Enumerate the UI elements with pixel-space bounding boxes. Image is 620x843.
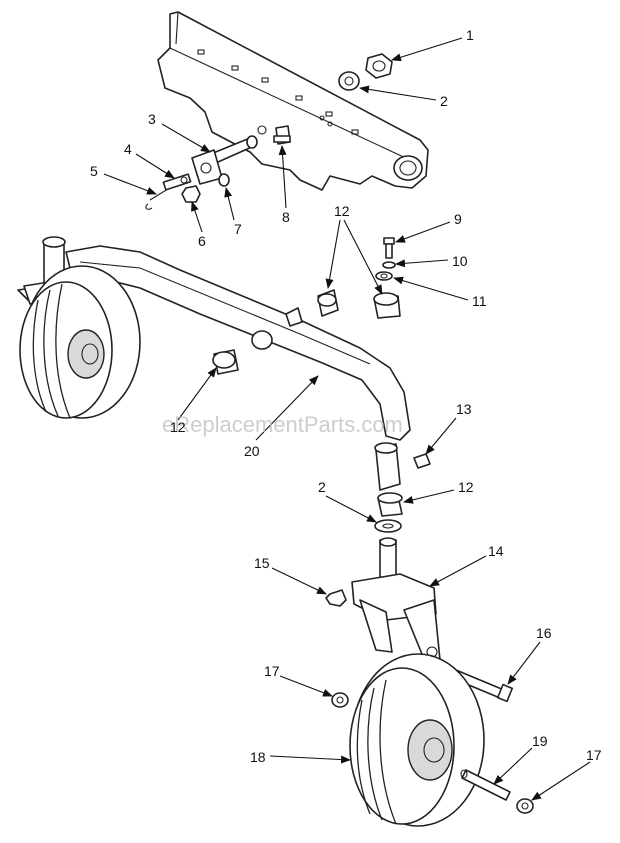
leader-17-a [279, 675, 333, 697]
bushing-part-11 [375, 271, 393, 281]
callout-12-a: 12 [334, 203, 350, 219]
callout-17-b: 17 [586, 747, 602, 763]
leader-4 [135, 153, 175, 179]
leader-8 [278, 145, 287, 209]
caster-fork-part-14 [351, 537, 441, 665]
leader-13 [425, 417, 457, 455]
callout-17-a: 17 [264, 663, 280, 679]
leader-14 [429, 555, 487, 587]
nut-part-17-a [331, 692, 349, 708]
clevis-pin-part-4 [162, 173, 192, 191]
bolt-part-9 [383, 237, 395, 259]
leader-10 [395, 259, 449, 268]
caster-wheel-part-18 [349, 653, 485, 827]
callout-3: 3 [148, 111, 156, 127]
callout-20: 20 [244, 443, 260, 459]
callout-15: 15 [254, 555, 270, 571]
pivot-pin-part-3 [191, 135, 258, 185]
callout-19: 19 [532, 733, 548, 749]
bushing-part-12-d [377, 492, 403, 517]
set-screw-part-13 [413, 453, 431, 469]
left-caster-wheel [19, 265, 141, 419]
leader-11 [393, 276, 469, 301]
callout-2-bottom: 2 [318, 479, 326, 495]
leader-17-b [531, 761, 591, 801]
callout-6: 6 [198, 233, 206, 249]
callout-18: 18 [250, 749, 266, 765]
callout-1: 1 [466, 27, 474, 43]
nut-part-6 [181, 185, 201, 203]
bushing-part-12-b [373, 292, 401, 319]
leader-2-top [359, 85, 437, 101]
leader-19 [493, 747, 533, 785]
washer-part-2-top [338, 71, 360, 91]
callout-numbers: 1 2 3 4 5 6 7 8 9 10 11 12 12 13 2 12 14… [90, 27, 602, 765]
right-spindle-tube [374, 442, 401, 491]
bushing-part-12-c [212, 349, 239, 375]
leader-6 [191, 201, 203, 233]
callout-5: 5 [90, 163, 98, 179]
leader-15 [271, 567, 327, 595]
callout-11: 11 [472, 293, 487, 309]
callout-13: 13 [456, 401, 472, 417]
callout-4: 4 [124, 141, 132, 157]
callout-14: 14 [488, 543, 504, 559]
leader-12-b [343, 219, 383, 295]
leader-12-d [403, 489, 455, 504]
leader-5 [103, 173, 157, 195]
callout-12-b: 12 [170, 419, 186, 435]
leader-2-bottom [325, 495, 377, 523]
spacer-part-7 [218, 173, 230, 187]
callout-12-c: 12 [458, 479, 474, 495]
locknut-part-15 [325, 589, 347, 607]
callout-8: 8 [282, 209, 290, 225]
leader-1 [391, 37, 463, 62]
leader-12-a [325, 219, 341, 289]
washer-part-2-bottom [374, 519, 402, 533]
leader-18 [269, 755, 351, 764]
callout-leaders [103, 37, 591, 801]
nut-part-17-b [516, 798, 534, 814]
leader-12-c [177, 367, 217, 421]
leader-20 [255, 375, 319, 441]
washer-part-10 [382, 261, 396, 269]
callout-7: 7 [234, 221, 242, 237]
leader-16 [507, 641, 541, 685]
callout-2-top: 2 [440, 93, 448, 109]
bolt-part-8 [273, 125, 291, 145]
bushing-part-12-a [317, 289, 339, 317]
leader-7 [224, 187, 235, 221]
leader-3 [161, 123, 211, 153]
frame-bracket [157, 11, 429, 191]
front-axle-beam-part-20 [65, 245, 411, 441]
callout-10: 10 [452, 253, 468, 269]
callout-16: 16 [536, 625, 552, 641]
callout-9: 9 [454, 211, 462, 227]
leader-9 [395, 221, 451, 243]
watermark-text: eReplacementParts.com [162, 412, 403, 437]
nut-part-1 [365, 53, 393, 79]
